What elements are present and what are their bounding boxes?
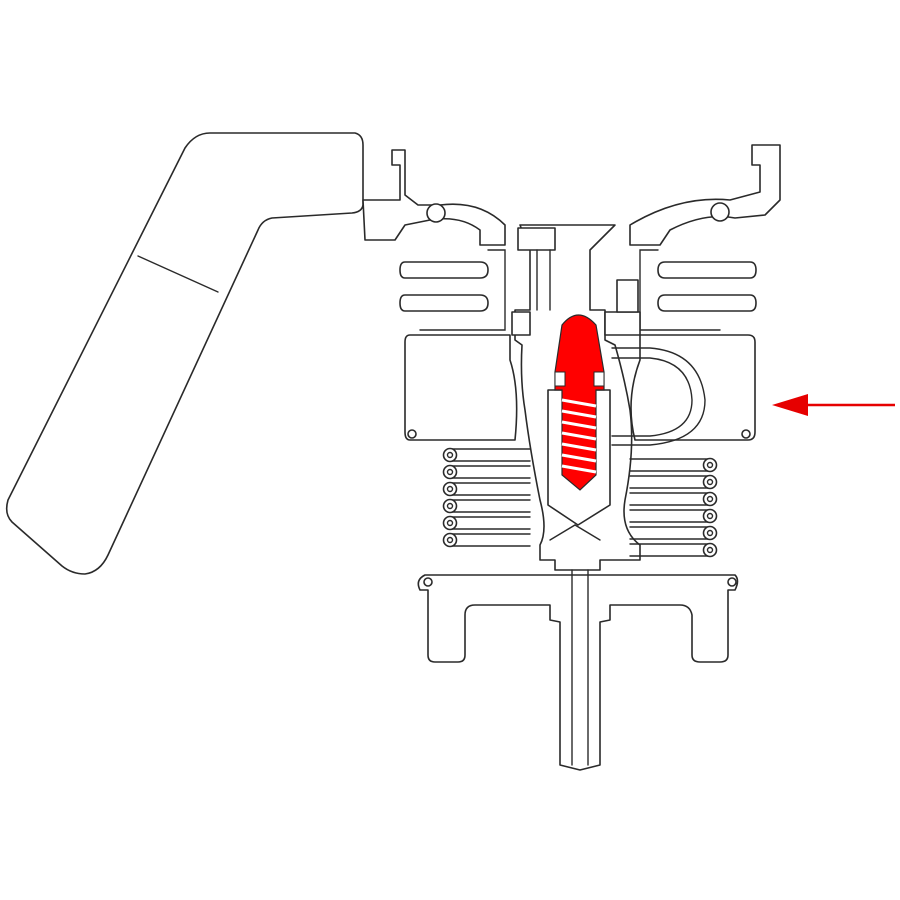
ball-bearing-right xyxy=(710,202,730,222)
coil-bore xyxy=(706,546,714,554)
spring-coil xyxy=(561,409,597,419)
bayonet-ring xyxy=(362,144,781,246)
coil-bore xyxy=(706,529,714,537)
coil-bore xyxy=(446,502,454,510)
coil-tube xyxy=(629,475,711,489)
coil-bore xyxy=(446,536,454,544)
coil-bore xyxy=(706,478,714,486)
coil-cross-section xyxy=(702,508,718,524)
coil-tube xyxy=(629,526,711,540)
spring-coil xyxy=(561,453,597,463)
coil-tube xyxy=(629,509,711,523)
coil-bore xyxy=(446,468,454,476)
coil-cross-section xyxy=(442,515,458,531)
coil-cross-section xyxy=(702,525,718,541)
steam-tube xyxy=(611,347,706,446)
coil-bore xyxy=(706,512,714,520)
valve-pin-highlight xyxy=(554,314,605,491)
coil-cross-section xyxy=(702,542,718,558)
coil-cross-section xyxy=(442,447,458,463)
coil-tube xyxy=(449,465,531,479)
coil-cross-section xyxy=(442,481,458,497)
coil-cross-section xyxy=(702,457,718,473)
heating-coils xyxy=(442,447,718,558)
chamber-housing xyxy=(404,334,756,441)
coil-cross-section xyxy=(442,498,458,514)
coil-tube xyxy=(629,492,711,506)
spring-coil xyxy=(561,442,597,452)
spring-coil xyxy=(561,431,597,441)
spring-coil xyxy=(561,464,597,474)
spout xyxy=(417,569,739,771)
handle xyxy=(5,132,364,575)
coil-cross-section xyxy=(442,464,458,480)
coil-bore xyxy=(706,495,714,503)
coil-cross-section xyxy=(442,532,458,548)
coil-tube xyxy=(449,482,531,496)
coil-bore xyxy=(706,461,714,469)
cooling-fins xyxy=(399,249,757,331)
spring-coil xyxy=(561,398,597,408)
coil-tube xyxy=(449,448,531,462)
coil-cross-section xyxy=(702,491,718,507)
coil-tube xyxy=(449,533,531,547)
ball-bearing-left xyxy=(426,203,446,223)
coil-bore xyxy=(446,485,454,493)
coil-tube xyxy=(629,543,711,557)
coil-tube xyxy=(629,458,711,472)
spring xyxy=(561,398,597,474)
spring-coil xyxy=(561,420,597,430)
coil-tube xyxy=(449,499,531,513)
coil-bore xyxy=(446,451,454,459)
coil-bore xyxy=(446,519,454,527)
indicator-arrow xyxy=(772,394,895,416)
coil-cross-section xyxy=(702,474,718,490)
coil-tube xyxy=(449,516,531,530)
